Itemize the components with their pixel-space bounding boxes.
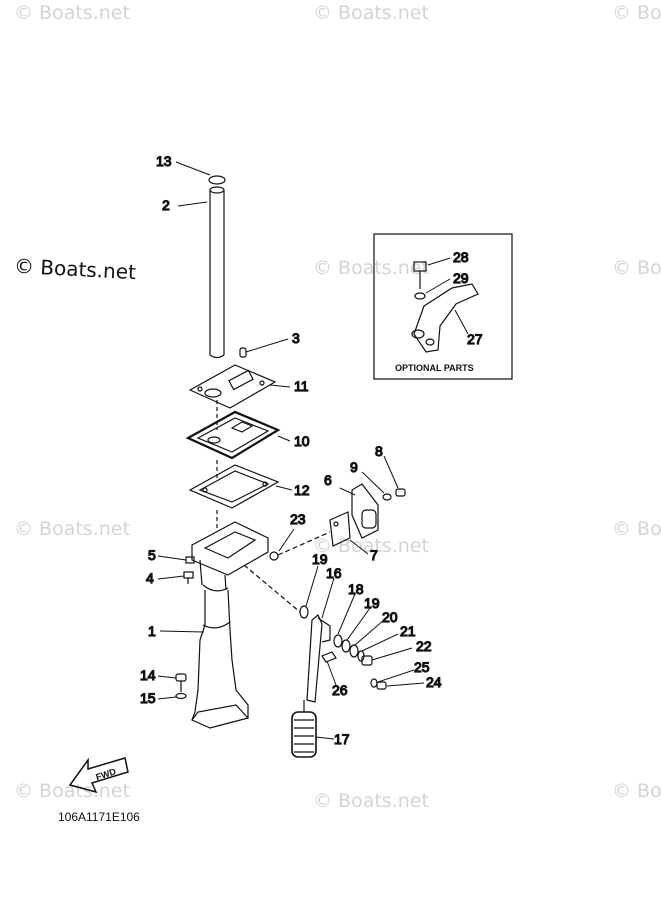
watermark: © Bo (612, 518, 661, 540)
part-13-cap (208, 175, 226, 185)
label-1: 1 (148, 623, 156, 639)
part-26-clip (321, 651, 337, 663)
part-19-oring-b (341, 639, 351, 653)
part-15-washer (175, 692, 187, 700)
label-20: 20 (382, 609, 398, 625)
fwd-label: FWD (95, 766, 118, 782)
fwd-arrow-icon: FWD (68, 757, 129, 794)
part-2-shaft-tube (209, 186, 225, 359)
label-7: 7 (370, 547, 378, 563)
label-8: 8 (375, 443, 383, 459)
label-13: 13 (156, 153, 172, 169)
label-4: 4 (146, 570, 154, 586)
label-3: 3 (292, 330, 300, 346)
label-18: 18 (348, 581, 364, 597)
watermark: © Boats.net (14, 2, 130, 24)
label-19-b: 19 (364, 595, 380, 611)
part-8-bolt (395, 488, 406, 497)
label-22: 22 (416, 638, 432, 654)
label-25: 25 (414, 659, 430, 675)
label-6: 6 (324, 472, 332, 488)
label-9: 9 (350, 459, 358, 475)
part-9-washer (382, 493, 392, 501)
label-26: 26 (332, 682, 348, 698)
part-23-fitting (269, 551, 279, 561)
label-21: 21 (400, 623, 416, 639)
label-27: 27 (467, 331, 483, 347)
optional-parts-box (373, 233, 513, 380)
part-22-bolt (361, 655, 373, 666)
label-19-a: 19 (312, 551, 328, 567)
part-27-bracket (411, 283, 479, 353)
label-11: 11 (294, 378, 309, 394)
part-17-grip (291, 711, 317, 758)
diagram-reference: 106A1171E106 (58, 810, 140, 824)
label-17: 17 (334, 731, 350, 747)
watermark: © Bo (612, 780, 661, 802)
part-14-bolt (175, 673, 187, 692)
part-19-oring (299, 605, 309, 619)
part-28-bolt (413, 261, 427, 272)
label-14: 14 (140, 667, 156, 683)
part-16-lever (306, 614, 331, 703)
label-28: 28 (453, 249, 469, 265)
part-18-washer (333, 634, 343, 648)
label-16: 16 (326, 565, 342, 581)
watermark: © Boats.net (313, 257, 429, 279)
watermark: © Bo (612, 257, 661, 279)
part-3-pin (239, 347, 247, 358)
watermark: © Boats.net (313, 535, 429, 557)
optional-parts-label: OPTIONAL PARTS (395, 363, 474, 373)
label-10: 10 (294, 433, 310, 449)
part-20-spring (349, 644, 359, 658)
watermark: © Boats.net (14, 780, 130, 802)
watermark: © Boats.net (313, 2, 429, 24)
label-2: 2 (162, 197, 170, 213)
label-23: 23 (290, 511, 306, 527)
part-29-washer (414, 292, 426, 300)
part-10-gasket (185, 410, 281, 460)
part-1-housing (191, 521, 269, 729)
watermark: © Boats.net (313, 790, 429, 812)
watermark: © Boats.net (14, 518, 130, 540)
label-29: 29 (453, 270, 469, 286)
watermark: © Bo (612, 2, 661, 24)
part-11-plate (188, 364, 277, 409)
part-4-bolt (183, 571, 194, 584)
leader-lines (157, 161, 469, 740)
label-12: 12 (294, 482, 310, 498)
part-7-plate (329, 511, 351, 547)
label-24: 24 (426, 674, 442, 690)
part-24-screw (376, 681, 387, 690)
part-6-bracket (351, 483, 379, 539)
part-12-gasket (188, 464, 280, 509)
label-15: 15 (140, 690, 156, 706)
part-25-washer (370, 678, 378, 688)
label-5: 5 (148, 547, 156, 563)
